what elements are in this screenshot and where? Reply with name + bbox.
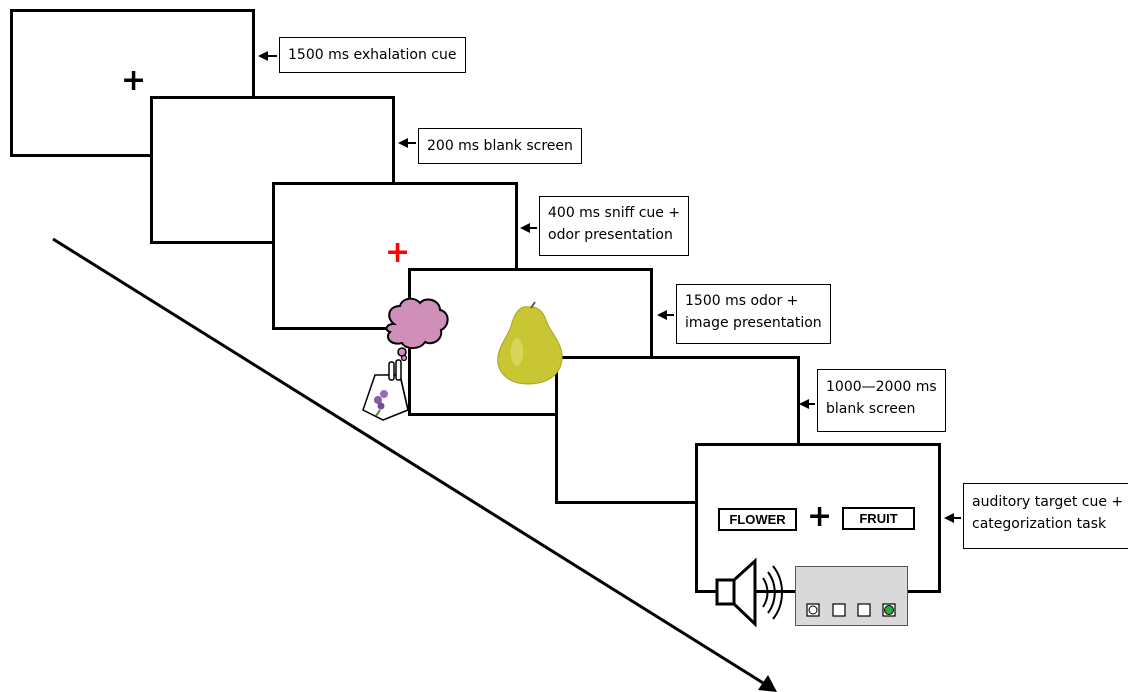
label-target: auditory target cue + categorization tas…: [963, 483, 1128, 549]
task-fixation-cross: +: [807, 499, 833, 534]
response-buttons: [806, 603, 896, 617]
label-sniff: 400 ms sniff cue + odor presentation: [539, 196, 690, 256]
category-fruit-box: FRUIT: [842, 507, 915, 530]
button-3: [857, 603, 871, 617]
timeline-arrow: [52, 237, 769, 688]
label-blank-variable: 1000—2000 ms blank screen: [817, 369, 946, 432]
pear-image: [497, 301, 563, 385]
odor-cloud-icon: [385, 297, 449, 362]
timeline-arrowhead: [758, 675, 777, 692]
label-image: 1500 ms odor + image presentation: [676, 284, 831, 344]
fixation-cross: +: [121, 63, 147, 98]
odor-vial-icon: [362, 359, 409, 421]
category-flower-box: FLOWER: [718, 508, 797, 531]
label-exhalation: 1500 ms exhalation cue: [279, 37, 466, 73]
pointer-arrows: [258, 51, 961, 523]
label-blank-200: 200 ms blank screen: [418, 128, 582, 164]
screen-exhalation: [10, 9, 255, 157]
button-2: [832, 603, 846, 617]
speaker-icon: [715, 557, 783, 628]
sniff-fixation-cross: +: [385, 235, 411, 270]
